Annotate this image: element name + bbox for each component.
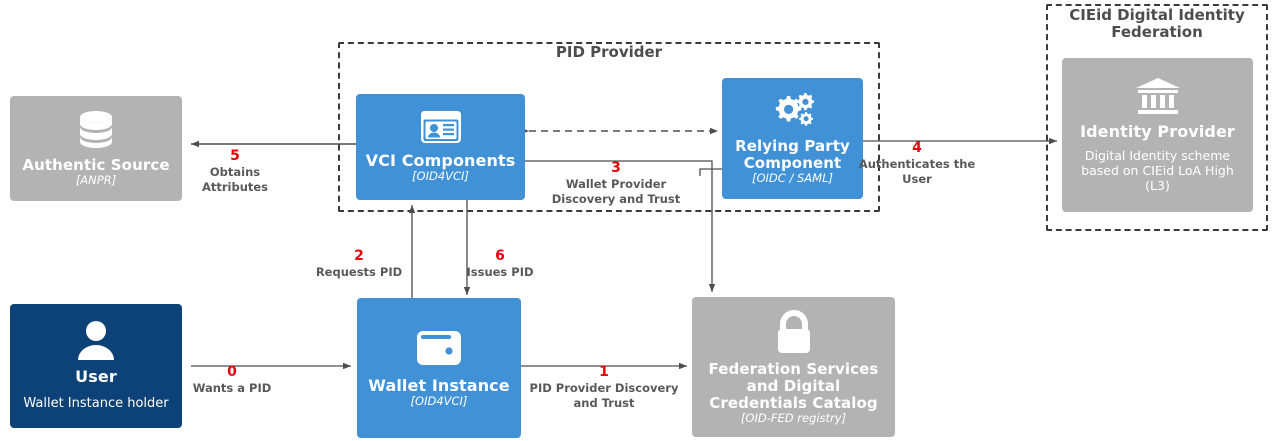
group-cieid-federation-title: CIEid Digital Identity Federation [1069,6,1245,42]
flow-number: 5 [230,148,240,164]
group-cieid-federation [1046,4,1268,231]
flow-text: Issues PID [466,265,534,280]
node-title: Wallet Instance [368,376,510,396]
flow-label-0: 0 Wants a PID [178,364,286,396]
flow-text: Requests PID [315,265,403,280]
user-icon [75,320,117,364]
node-subtitle: [OID4VCI] [410,394,468,409]
flow-text: Wallet Provider Discovery and Trust [551,177,681,206]
flow-text: Authenticates the User [858,157,976,186]
node-subtitle: [OID4VCI] [412,169,469,184]
flow-number: 0 [227,364,237,380]
flow-number: 4 [912,140,922,156]
node-subtitle: [OIDC / SAML] [752,170,833,185]
node-federation-services[interactable]: Federation Services and Digital Credenti… [692,297,895,437]
node-wallet-instance[interactable]: Wallet Instance [OID4VCI] [357,298,521,438]
node-title: User [75,367,117,387]
node-title: Identity Provider [1080,121,1235,141]
gears-icon [769,92,817,134]
flow-label-6: 6 Issues PID [448,248,552,280]
node-subtitle: [OID-FED registry] [740,410,847,425]
node-title: VCI Components [365,151,516,171]
flow-text: Wants a PID [192,381,272,396]
flow-number: 2 [354,248,364,264]
node-user[interactable]: User Wallet Instance holder [10,304,182,428]
node-title: Authentic Source [22,156,170,175]
flow-number: 1 [599,364,609,380]
node-vci-components[interactable]: VCI Components [OID4VCI] [356,94,525,200]
node-title: Relying Party Component [735,137,850,172]
database-icon [74,109,118,153]
flow-label-5: 5 Obtains Attributes [187,148,283,195]
flow-label-1: 1 PID Provider Discovery and Trust [521,364,687,411]
node-title: Federation Services and Digital Credenti… [708,360,879,412]
node-subtitle: [ANPR] [75,173,117,188]
node-relying-party-component[interactable]: Relying Party Component [OIDC / SAML] [722,78,863,199]
flow-label-2: 2 Requests PID [307,248,411,280]
node-identity-provider[interactable]: Identity Provider Digital Identity schem… [1062,58,1253,212]
node-description: Digital Identity scheme based on CIEid L… [1081,148,1234,194]
id-card-icon [420,110,462,148]
flow-label-3: 3 Wallet Provider Discovery and Trust [533,160,699,207]
wallet-icon [415,327,463,373]
flow-number: 3 [611,160,621,176]
flow-text: PID Provider Discovery and Trust [529,381,679,410]
node-description: Wallet Instance holder [23,396,169,412]
flow-text: Obtains Attributes [201,165,269,194]
bank-icon [1135,77,1181,119]
group-pid-provider-title: PID Provider [555,43,663,61]
node-authentic-source[interactable]: Authentic Source [ANPR] [10,96,182,201]
flow-label-4: 4 Authenticates the User [857,140,977,187]
flow-number: 6 [495,248,505,264]
padlock-icon [773,309,815,357]
